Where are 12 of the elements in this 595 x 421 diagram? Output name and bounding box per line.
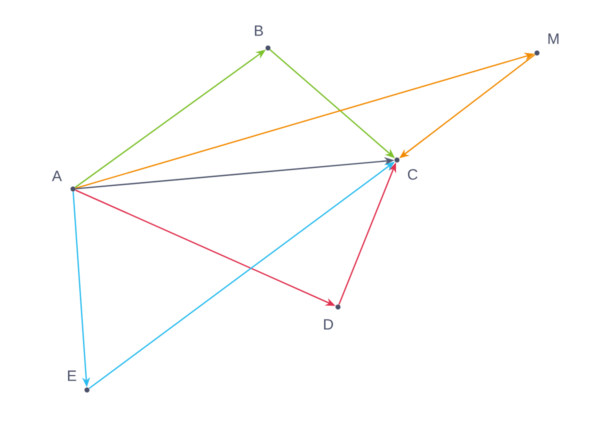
point: A [52, 170, 76, 192]
point: C [394, 158, 418, 180]
node-label: M [548, 34, 558, 44]
point: D [324, 304, 340, 330]
point: M [534, 34, 558, 56]
node-label: E [68, 370, 76, 381]
node-label: D [324, 319, 333, 330]
point: E [68, 370, 90, 392]
node-label: A [52, 170, 62, 182]
node-label: C [408, 169, 418, 180]
point: B [254, 25, 270, 50]
node-label: B [254, 25, 263, 36]
